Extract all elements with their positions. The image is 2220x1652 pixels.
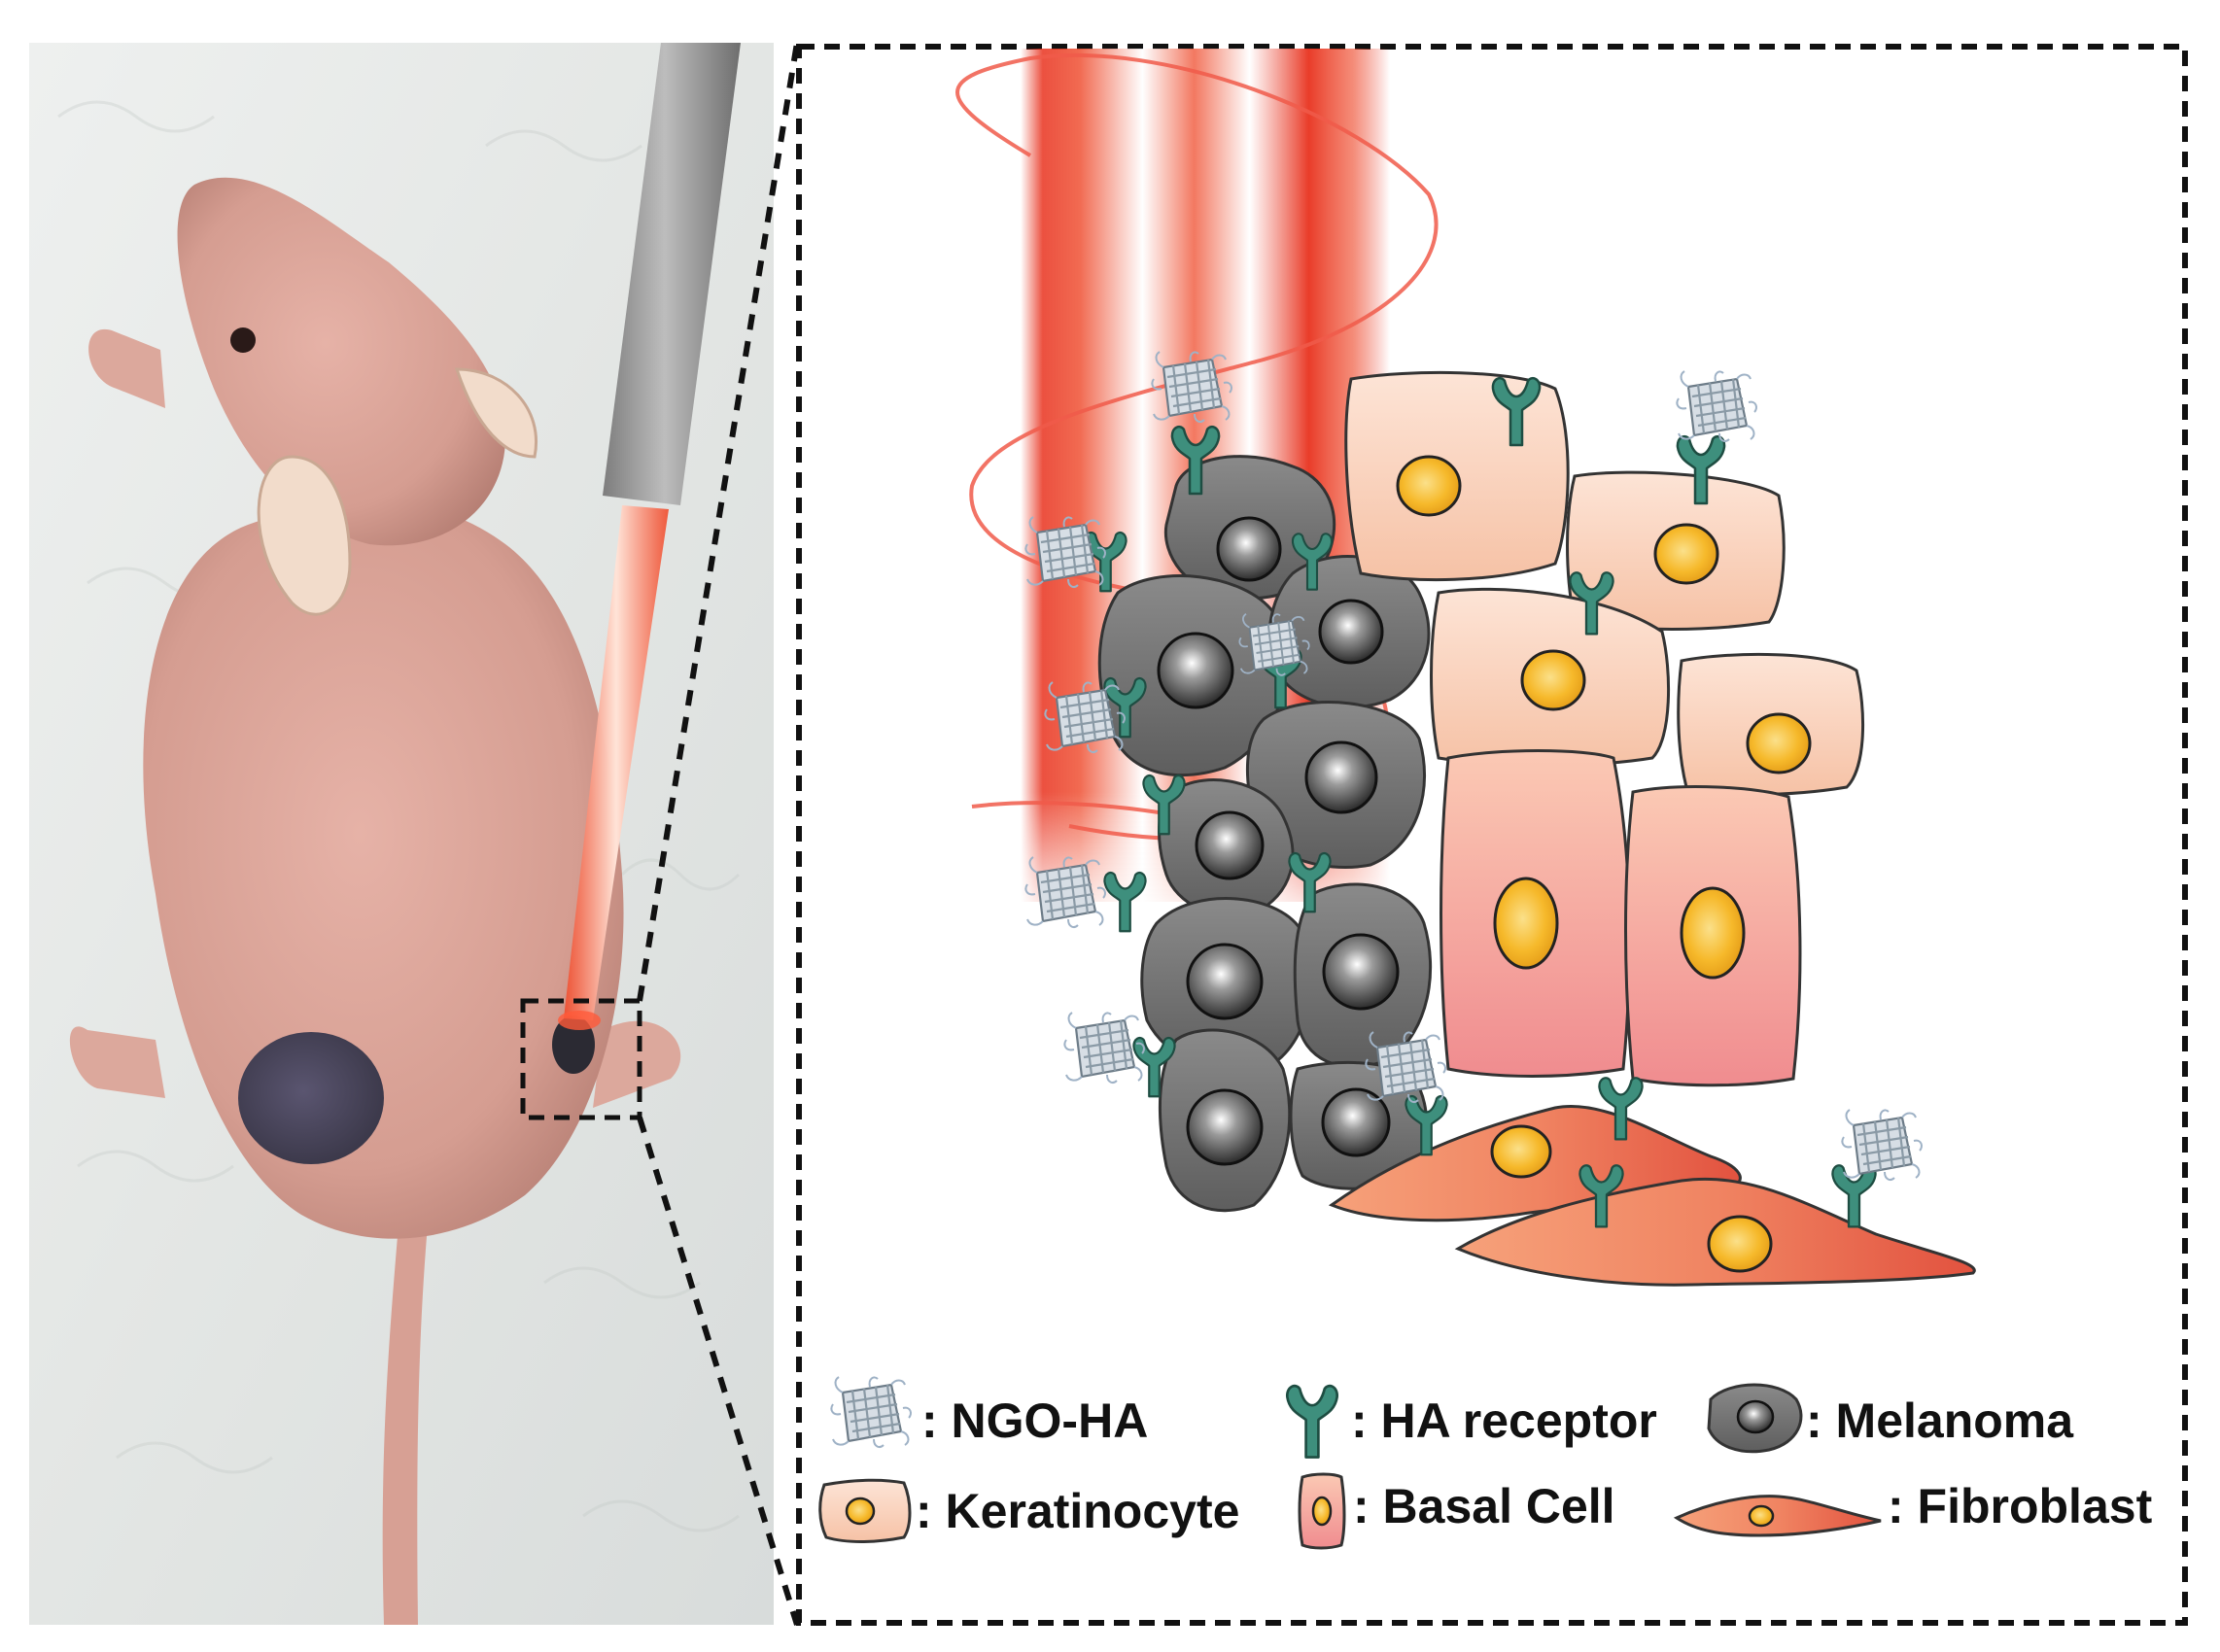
mouse-ear bbox=[257, 455, 352, 616]
melanoma-cell bbox=[1158, 778, 1295, 918]
legend-label-ha-receptor: : HA receptor bbox=[1351, 1394, 1657, 1448]
melanoma-cell-icon bbox=[1707, 1383, 1803, 1454]
basal-cells bbox=[1440, 749, 1802, 1087]
keratinocyte-cell bbox=[1677, 652, 1865, 796]
legend-label-fibroblast: : Fibroblast bbox=[1888, 1479, 2153, 1533]
fiber-housing bbox=[603, 43, 741, 505]
legend-label-ngo-ha: : NGO-HA bbox=[921, 1394, 1149, 1448]
basal-cell-icon bbox=[1298, 1472, 1346, 1550]
mouse-ear-right bbox=[454, 367, 538, 459]
mouse-eye bbox=[230, 327, 256, 353]
melanoma-tumor-irradiated bbox=[552, 1015, 595, 1074]
basal-cell bbox=[1440, 749, 1632, 1078]
mouse-tail bbox=[382, 1224, 428, 1625]
mouse-photo-panel bbox=[29, 43, 774, 1625]
legend-label-melanoma: : Melanoma bbox=[1806, 1394, 2074, 1448]
melanoma-cell bbox=[1140, 897, 1313, 1074]
mouse-head bbox=[177, 177, 505, 546]
nude-mouse bbox=[69, 177, 681, 1625]
optical-fiber bbox=[558, 43, 741, 1030]
laser-spot bbox=[558, 1011, 601, 1030]
fibroblast-cell-icon bbox=[1673, 1495, 1882, 1537]
melanoma-tumor-left bbox=[238, 1032, 384, 1164]
zoom-box bbox=[520, 998, 642, 1120]
melanoma-cell bbox=[1158, 1028, 1292, 1213]
fibroblast-cells bbox=[1328, 1105, 1976, 1287]
keratinocyte-cell bbox=[1344, 370, 1570, 582]
mouse-hind-paw-right bbox=[593, 1020, 681, 1108]
keratinocyte-cell bbox=[1566, 470, 1786, 631]
legend-label-keratinocyte: : Keratinocyte bbox=[916, 1484, 1240, 1538]
laser-beam-mouse bbox=[564, 505, 669, 1020]
melanoma-cell bbox=[1097, 574, 1289, 777]
melanoma-cell bbox=[1163, 455, 1336, 601]
fibroblast-cell bbox=[1454, 1177, 1976, 1287]
mouse-front-paw-left bbox=[88, 328, 165, 408]
keratinocyte-cell bbox=[1430, 587, 1671, 767]
legend bbox=[818, 1375, 1882, 1550]
keratinocyte-cell-icon bbox=[818, 1478, 912, 1543]
zoom-connector-bottom bbox=[637, 1117, 800, 1626]
legend-label-basal-cell: : Basal Cell bbox=[1353, 1479, 1615, 1533]
melanoma-cell bbox=[1267, 555, 1431, 709]
basal-cell bbox=[1624, 785, 1802, 1087]
mouse-hind-paw-left bbox=[69, 1026, 165, 1098]
melanoma-cell bbox=[1246, 701, 1427, 870]
melanoma-cell bbox=[1293, 882, 1433, 1069]
